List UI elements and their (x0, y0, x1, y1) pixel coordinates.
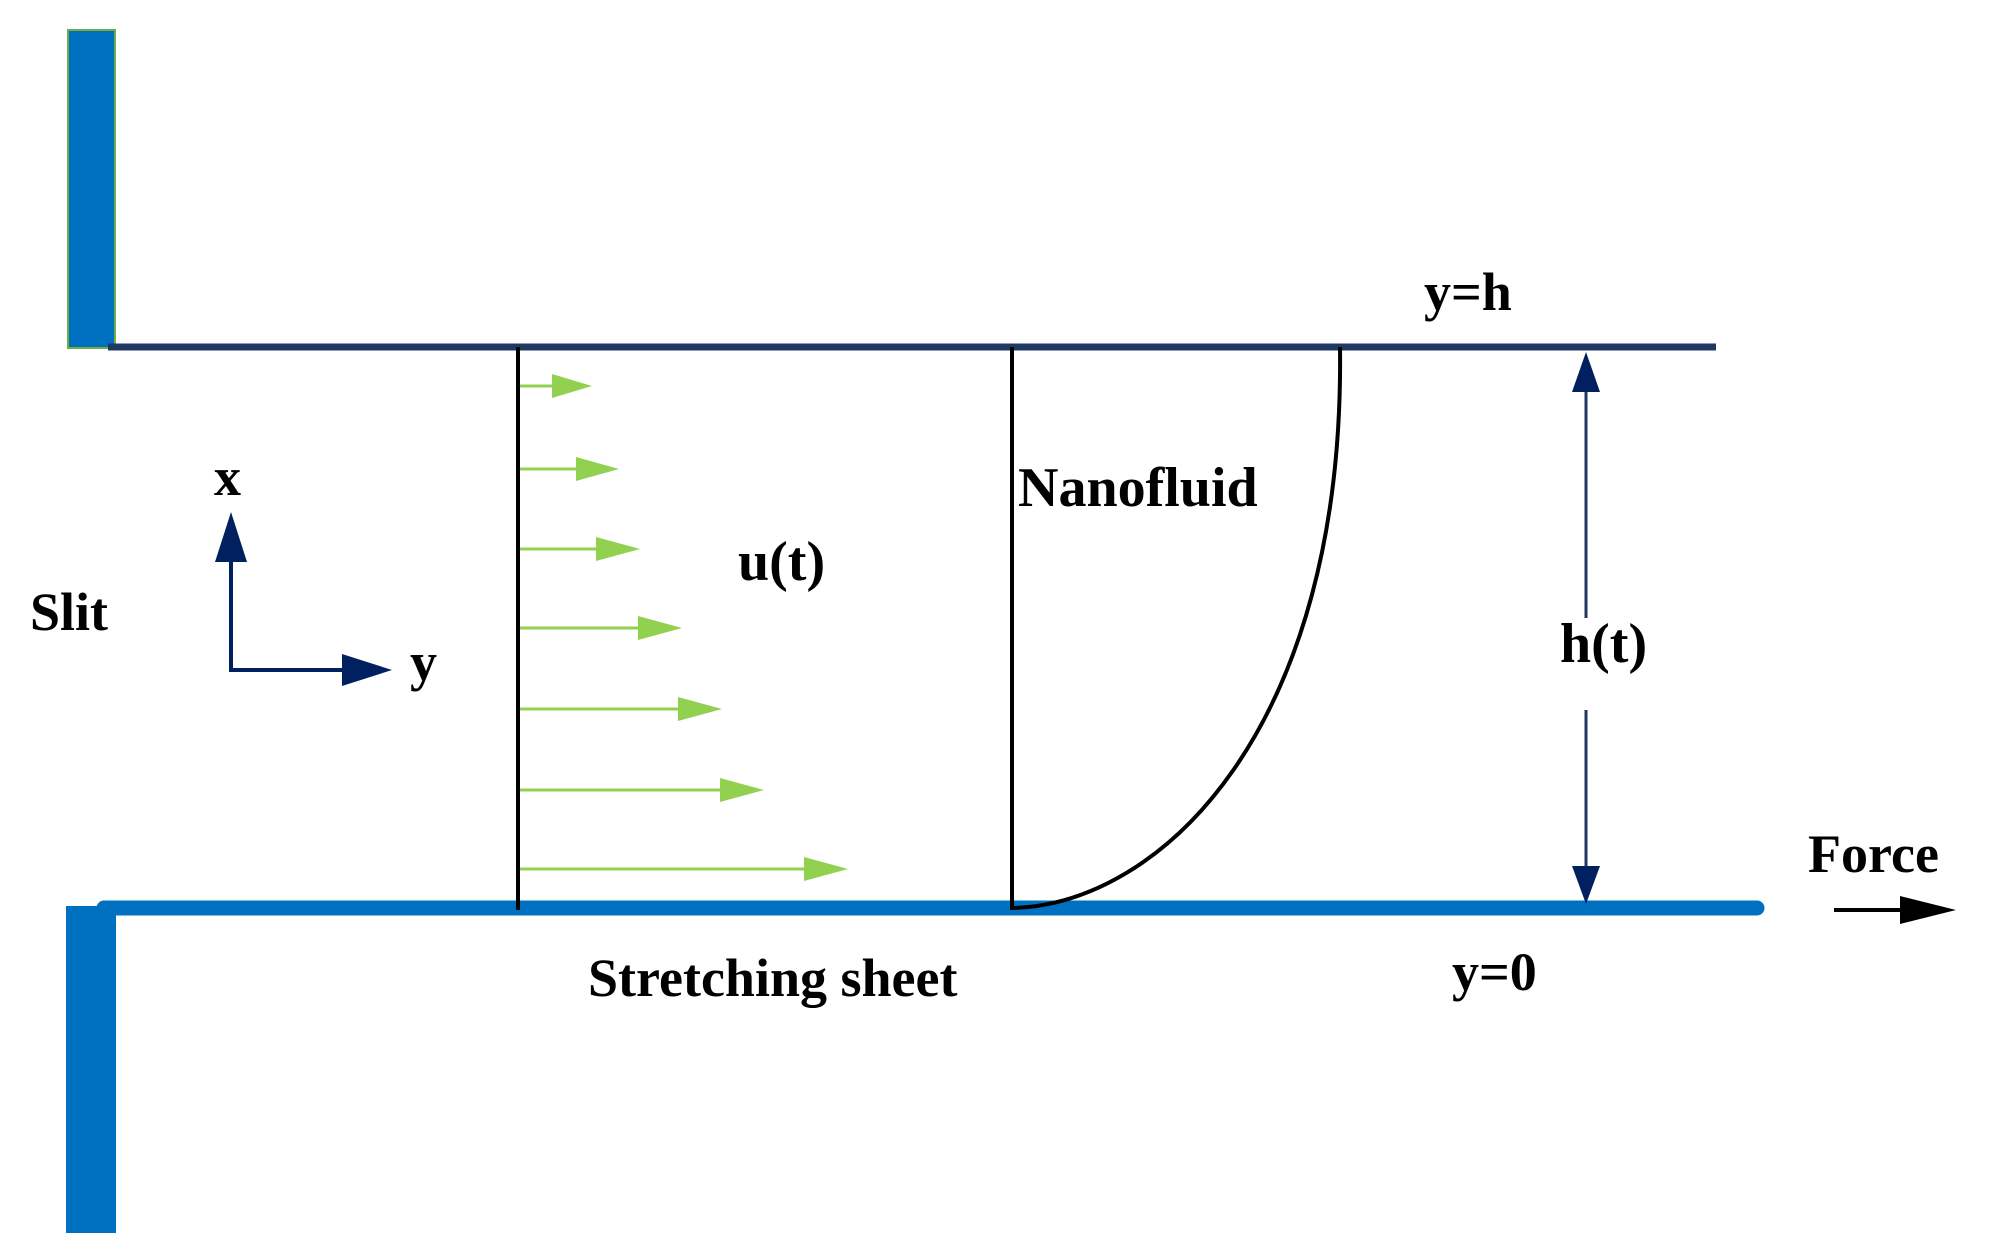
gap-arrowhead-up (1572, 352, 1600, 392)
slit-label: Slit (30, 582, 108, 642)
y-axis-arrowhead (342, 654, 392, 686)
gap-label: h(t) (1560, 613, 1647, 675)
bottom-plate-label: y=0 (1452, 942, 1537, 1002)
velocity-arrow-6 (520, 778, 764, 802)
force-label: Force (1808, 824, 1939, 884)
y-axis-label: y (410, 632, 437, 692)
nanofluid-label: Nanofluid (1018, 457, 1258, 519)
x-axis-label: x (214, 447, 241, 507)
velocity-arrow-4 (520, 616, 682, 640)
velocity-arrow-5 (520, 697, 722, 721)
sheet-label: Stretching sheet (588, 948, 957, 1008)
gap-dimension-arrow (1572, 352, 1600, 904)
lower-slit-wall (66, 906, 116, 1233)
coordinate-axes (215, 512, 392, 686)
nanofluid-velocity-profile (1011, 346, 1343, 910)
top-plate-label: y=h (1424, 262, 1512, 322)
velocity-label: u(t) (738, 531, 825, 593)
gap-arrowhead-down (1572, 866, 1600, 904)
force-arrow (1834, 896, 1956, 924)
x-axis-arrowhead (215, 512, 247, 562)
velocity-arrow-1 (520, 374, 592, 398)
upper-slit-wall (67, 29, 116, 349)
velocity-arrow-3 (520, 537, 640, 561)
velocity-arrow-7 (520, 857, 848, 881)
velocity-arrows (520, 374, 848, 881)
velocity-arrow-2 (520, 457, 619, 481)
